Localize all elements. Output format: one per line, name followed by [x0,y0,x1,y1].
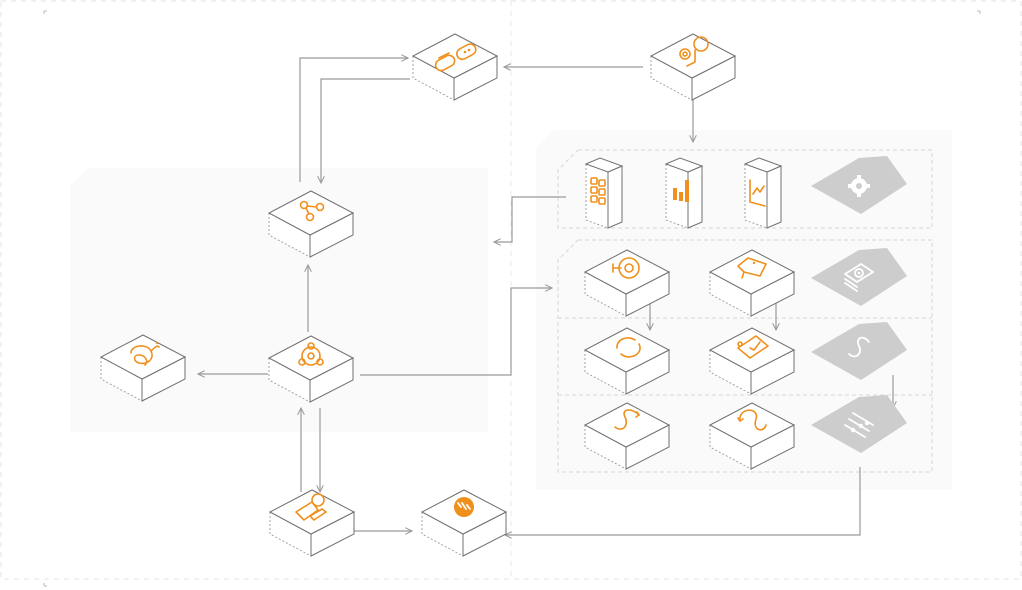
edge-hubcenter-to-pipeline [360,288,552,376]
u-flow-icon [737,409,767,431]
elephant-icon [130,341,160,366]
node-row1-b[interactable] [709,249,795,317]
gear-icon [848,175,870,197]
monitor-eye-icon [844,263,874,292]
node-top-right[interactable] [650,33,736,101]
edge-panel-to-leftregion [494,196,566,242]
node-row1-a[interactable] [584,249,670,317]
node-row2-a[interactable] [584,327,670,395]
s-path-icon [848,336,870,358]
line-chart-icon [749,179,766,207]
s-flow-icon [614,409,640,430]
checked-document-icon [737,335,769,359]
node-hub-center[interactable] [268,335,354,403]
node-top-middle[interactable] [412,33,498,101]
camera-tag-icon [737,257,767,279]
toggle-switches-icon [434,43,477,72]
node-panel-bar-chart[interactable] [665,157,703,229]
grid-apps-icon [590,177,606,205]
edge-slidertile-to-bottommiddle [505,467,861,535]
dns-globe-icon [454,497,474,517]
share-network-icon [299,200,325,222]
node-hub-upper[interactable] [268,190,354,258]
node-row3-a[interactable] [584,402,670,470]
sliders-icon [844,412,874,438]
panel-pipeline [557,239,933,473]
user-id-card-icon [295,493,327,521]
node-row1-tile[interactable] [811,248,907,306]
node-bottom-middle[interactable] [421,489,507,557]
edge-topmiddle-to-hubupper [321,78,410,183]
node-panel-gear-tile[interactable] [811,156,907,214]
node-left[interactable] [100,334,186,402]
node-panel-line-chart[interactable] [744,157,782,229]
node-row2-tile[interactable] [811,322,907,380]
radar-target-icon [612,257,640,279]
panel-analytics [557,149,933,229]
gear-user-icon [679,36,709,67]
node-row3-b[interactable] [709,402,795,470]
bar-chart-icon [673,180,689,202]
node-bottom-left[interactable] [269,489,355,557]
node-panel-grid[interactable] [585,157,623,229]
edge-hubupper-to-topmiddle [299,58,408,182]
node-row2-b[interactable] [709,327,795,395]
node-row3-tile[interactable] [811,395,907,453]
refresh-cycle-icon [616,337,641,358]
molecule-cluster-icon [298,342,324,366]
